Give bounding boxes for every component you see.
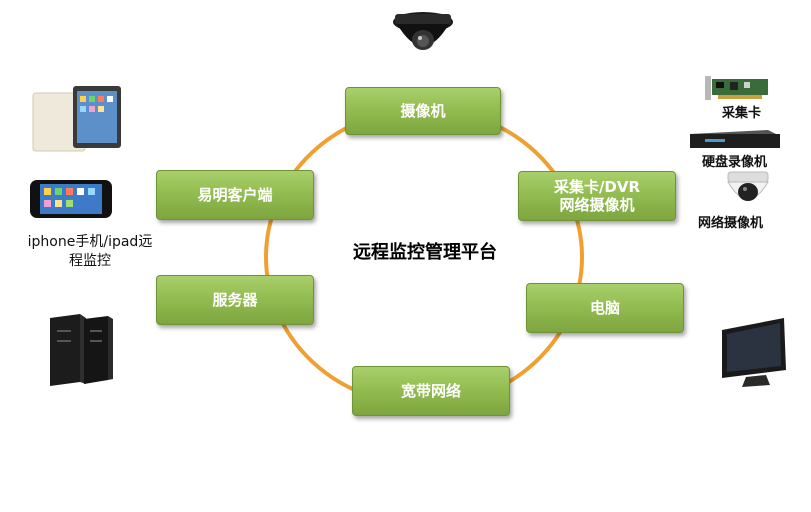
node-client-label: 易明客户端 (197, 186, 273, 204)
node-client: 易明客户端 (156, 170, 314, 220)
node-capture-dvr-label-1: 采集卡/DVR (553, 178, 641, 196)
node-computer: 电脑 (526, 283, 684, 333)
mobile-caption-line-2: 程监控 (69, 253, 111, 269)
dvr-icon (690, 130, 780, 148)
node-camera-label: 摄像机 (400, 102, 446, 120)
platform-title: 远程监控管理平台 (353, 242, 497, 263)
dvr-label: 硬盘录像机 (702, 155, 768, 170)
dome-camera-icon (393, 12, 453, 50)
node-camera: 摄像机 (345, 87, 501, 135)
node-broadband: 宽带网络 (352, 366, 510, 416)
capture-card-icon (705, 76, 768, 100)
monitor-icon (722, 318, 786, 387)
node-capture-dvr-label-2: 网络摄像机 (559, 196, 635, 214)
ip-camera-label: 网络摄像机 (698, 216, 764, 231)
iphone-icon (30, 180, 112, 218)
server-rack-icon (50, 314, 113, 386)
ipad-icon (32, 86, 121, 152)
node-server: 服务器 (156, 275, 314, 325)
capture-card-label: 采集卡 (722, 106, 762, 121)
node-computer-label: 电脑 (589, 299, 620, 317)
node-server-label: 服务器 (212, 291, 258, 309)
node-capture-dvr: 采集卡/DVR 网络摄像机 (518, 171, 676, 221)
mobile-monitoring-caption: iphone手机/ipad远 程监控 (10, 233, 170, 271)
mobile-caption-line-1: iphone手机/ipad远 (27, 234, 153, 250)
ip-camera-icon (727, 171, 769, 201)
node-broadband-label: 宽带网络 (400, 382, 461, 400)
